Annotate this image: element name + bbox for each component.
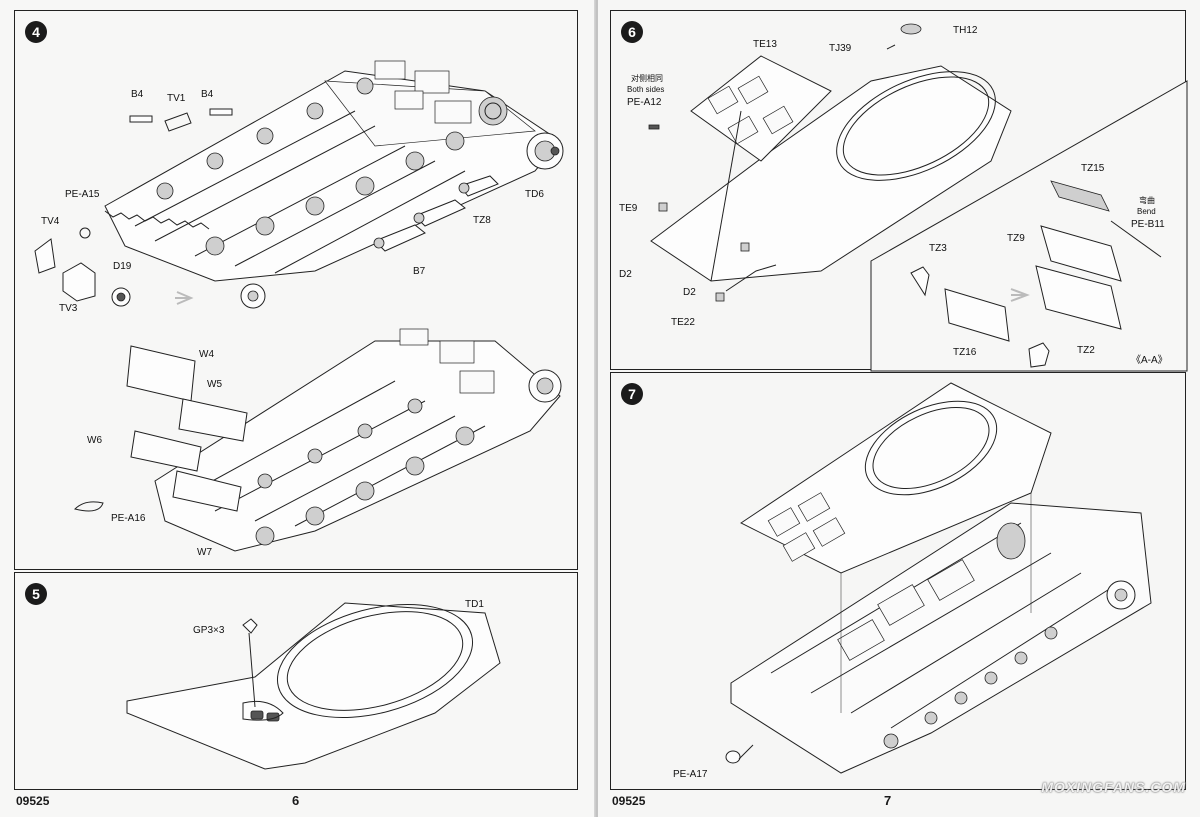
tv1-part [164,112,192,132]
label-pe-a16: PE-A16 [111,513,146,524]
label-te22: TE22 [671,317,695,328]
book-spine [594,0,600,817]
label-td1: TD1 [465,599,484,610]
label-b4-left: B4 [131,89,144,100]
label-pe-b11: PE-B11 [1131,219,1165,230]
label-tz16: TZ16 [953,347,977,358]
te13-deck [690,55,832,162]
tv3-part [62,262,96,302]
label-section-a-a: 《A-A》 [1131,355,1168,366]
label-te13: TE13 [753,39,777,50]
left-page-number: 6 [292,793,300,808]
tz3-bracket [910,266,930,297]
label-tz2: TZ2 [1077,345,1095,356]
label-bend-cn: 弯曲 [1139,196,1155,205]
hull-lower-drawing [154,328,562,552]
pe-a17-part [725,750,741,764]
pe-a12-part [648,124,660,130]
label-bend: Bend [1137,207,1156,216]
pe-a16-part [74,501,104,512]
label-tz9: TZ9 [1007,233,1025,244]
direction-arrow-6 [1010,288,1030,302]
step-4-panel: 4 [14,10,578,570]
label-td6: TD6 [525,189,544,200]
step-7-badge: 7 [621,383,643,405]
label-pe-a17: PE-A17 [673,769,708,780]
label-gp3: GP3×3 [193,625,225,636]
b4-right-part [209,108,233,116]
label-w5: W5 [207,379,222,390]
pe-a15-part [79,227,91,239]
d2-part [740,242,750,252]
tz9-lower [1035,265,1122,330]
te22-part [715,292,725,302]
th12-part [900,23,922,35]
step-4-drawing [34,60,564,552]
label-both-sides-cn: 对侧相同 [631,74,663,83]
lower-hull [730,502,1152,774]
label-tz3: TZ3 [929,243,947,254]
step-7-drawing [725,382,1152,774]
label-tv1: TV1 [167,93,186,104]
te9-part [658,202,668,212]
label-te9: TE9 [619,203,638,214]
step-6-drawing [648,23,1188,372]
gp3-part [242,618,258,634]
tz16-plate [944,288,1010,342]
label-d2-left: D2 [619,269,632,280]
tj39-part [886,44,896,50]
hull-upper-drawing [104,60,564,282]
step-6-badge: 6 [621,21,643,43]
label-w7: W7 [197,547,212,558]
left-footer-code: 09525 [16,794,50,808]
step-7-panel: 7 [610,372,1186,790]
w4-plate [126,345,196,402]
label-pe-a12: PE-A12 [627,97,662,108]
label-both-sides: Both sides [627,85,665,94]
tz2-bracket [1028,342,1050,368]
label-pe-a15: PE-A15 [65,189,100,200]
step-5-panel: 5 GP3×3 TD1 [14,572,578,790]
right-page: 6 [598,0,1200,817]
label-tz8: TZ8 [473,215,491,226]
w5-plate [178,398,248,442]
w7-plate [172,470,242,512]
tz9-box [1040,225,1122,282]
left-page: 4 [0,0,596,817]
step-4-badge: 4 [25,21,47,43]
direction-arrow [175,291,194,305]
right-page-number: 7 [884,793,892,808]
label-th12: TH12 [953,25,978,36]
label-b7: B7 [413,266,426,277]
step-6-panel: 6 [610,10,1188,372]
label-b4-right: B4 [201,89,214,100]
w6-plate [130,430,202,472]
label-d2-bottom: D2 [683,287,696,298]
b4-left-part [129,115,153,123]
label-tj39: TJ39 [829,43,852,54]
right-footer-code: 09525 [612,794,646,808]
step-5-badge: 5 [25,583,47,605]
pe-b11-strip [1110,220,1162,258]
label-tv3: TV3 [59,303,78,314]
site-watermark: MOXINGFANS.COM [1041,779,1186,795]
step-5-drawing [126,602,501,770]
label-d19: D19 [113,261,132,272]
tz15-grille [1050,180,1110,212]
label-tz15: TZ15 [1081,163,1105,174]
tv4-part [34,238,56,274]
label-w6: W6 [87,435,102,446]
label-w4: W4 [199,349,214,360]
label-tv4: TV4 [41,216,60,227]
